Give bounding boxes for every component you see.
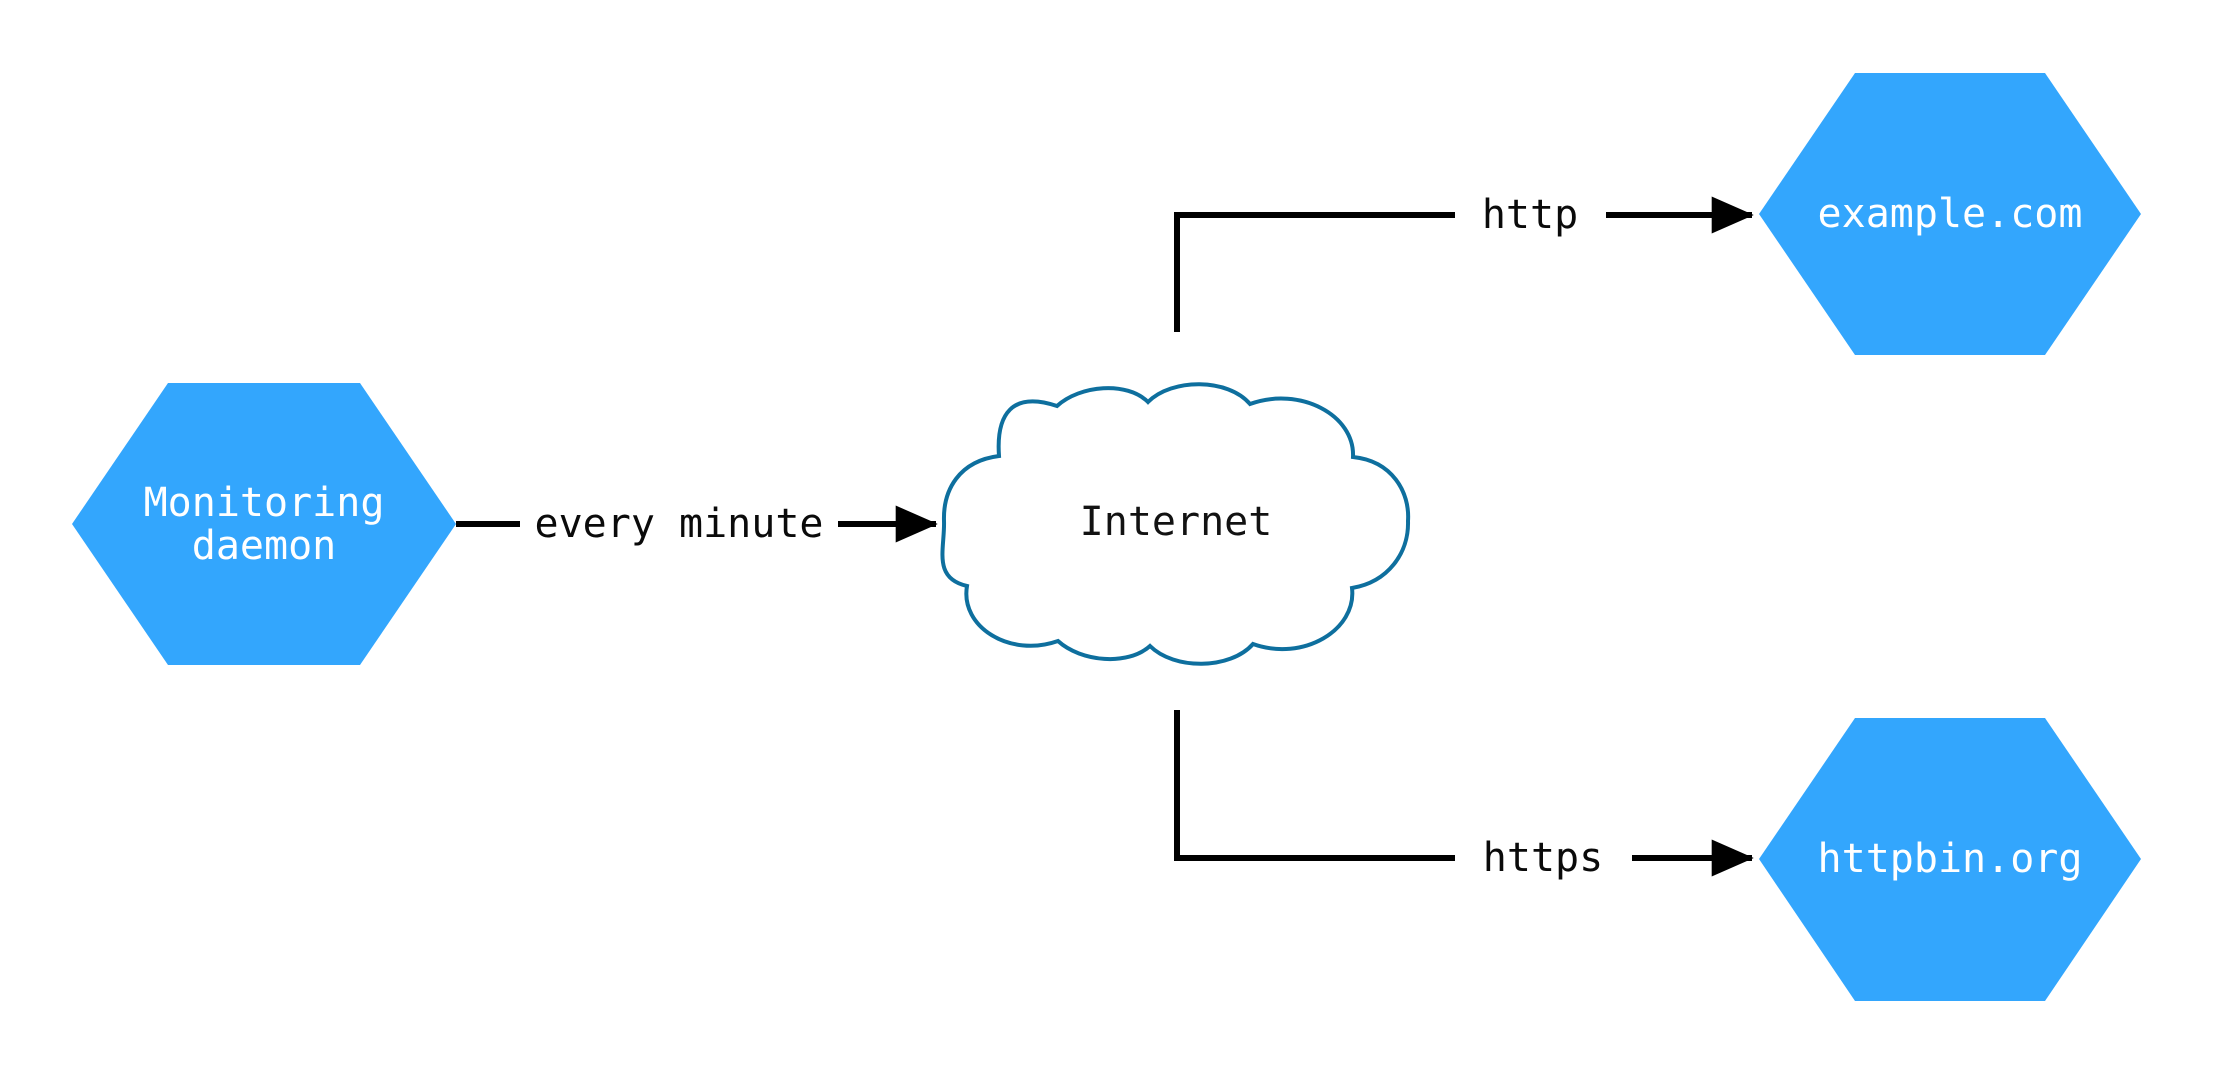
example-com-label: example.com [1818, 191, 2083, 237]
node-internet[interactable]: Internet [940, 382, 1411, 666]
edge-label-https: https [1483, 835, 1603, 881]
httpbin-org-hexagon[interactable] [1759, 718, 2141, 1001]
monitoring-daemon-label-line1: Monitoring [144, 480, 385, 526]
node-httpbin-org[interactable]: httpbin.org [1759, 718, 2141, 1001]
node-monitoring-daemon[interactable]: Monitoring daemon [72, 383, 456, 665]
example-com-hexagon[interactable] [1759, 73, 2141, 355]
edge-label-every-minute: every minute [535, 501, 824, 547]
edge-internet-to-httpbin: https [1174, 710, 1754, 881]
internet-label: Internet [1080, 499, 1273, 545]
internet-cloud-shape[interactable] [940, 382, 1411, 666]
edge-label-http: http [1482, 192, 1578, 238]
monitoring-daemon-label-line2: daemon [192, 523, 337, 569]
edge-daemon-to-internet: every minute [456, 501, 938, 547]
node-example-com[interactable]: example.com [1759, 73, 2141, 355]
monitoring-daemon-hexagon[interactable] [72, 383, 456, 665]
edge-internet-to-example: http [1174, 192, 1754, 332]
httpbin-org-label: httpbin.org [1818, 836, 2083, 882]
